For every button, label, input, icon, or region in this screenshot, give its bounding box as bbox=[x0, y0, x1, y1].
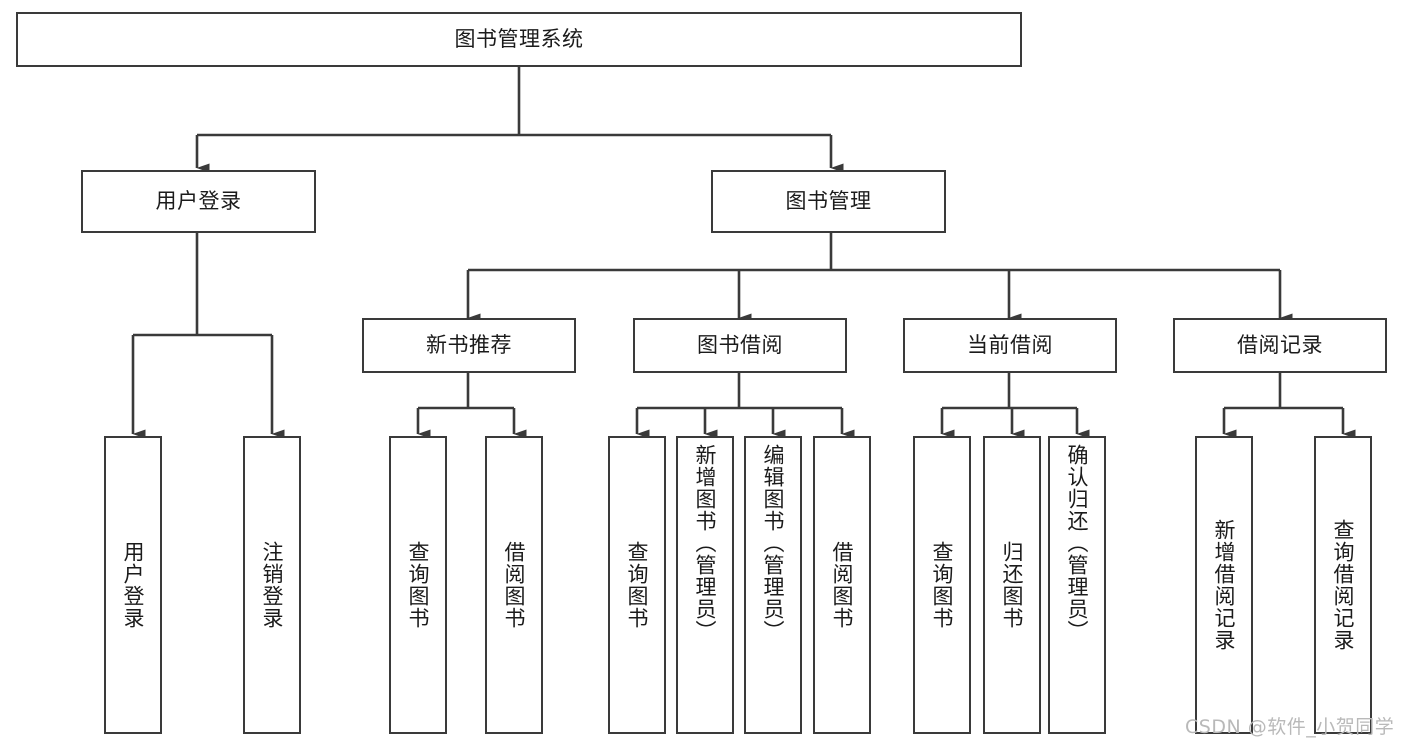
leaf-new-book-rec-1-label: 查询图书 bbox=[406, 541, 431, 629]
leaf-book-borrow-1[interactable]: 查询图书 bbox=[608, 436, 666, 734]
leaf-book-borrow-4-label: 借阅图书 bbox=[830, 541, 855, 629]
node-book-borrow-label: 图书借阅 bbox=[697, 332, 783, 357]
leaf-user-login-1[interactable]: 用户登录 bbox=[104, 436, 162, 734]
leaf-book-borrow-2[interactable]: 新增图书（管理员） bbox=[676, 436, 734, 734]
leaf-new-book-rec-1[interactable]: 查询图书 bbox=[389, 436, 447, 734]
leaf-current-borrow-2[interactable]: 归还图书 bbox=[983, 436, 1041, 734]
csdn-watermark: CSDN @软件_小贺同学 bbox=[1185, 716, 1395, 738]
node-current-borrow-label: 当前借阅 bbox=[967, 332, 1053, 357]
leaf-book-borrow-3[interactable]: 编辑图书（管理员） bbox=[744, 436, 802, 734]
leaf-current-borrow-3-label: 确认归还（管理员） bbox=[1065, 444, 1090, 642]
node-user-login[interactable]: 用户登录 bbox=[81, 170, 316, 233]
leaf-current-borrow-3[interactable]: 确认归还（管理员） bbox=[1048, 436, 1106, 734]
node-new-book-rec[interactable]: 新书推荐 bbox=[362, 318, 576, 373]
node-borrow-record[interactable]: 借阅记录 bbox=[1173, 318, 1387, 373]
node-book-manage[interactable]: 图书管理 bbox=[711, 170, 946, 233]
node-book-manage-label: 图书管理 bbox=[785, 188, 872, 213]
leaf-current-borrow-2-label: 归还图书 bbox=[1000, 541, 1025, 629]
node-borrow-record-label: 借阅记录 bbox=[1237, 332, 1323, 357]
leaf-book-borrow-2-label: 新增图书（管理员） bbox=[693, 444, 718, 642]
leaf-user-login-2-label: 注销登录 bbox=[260, 541, 285, 629]
node-root-label: 图书管理系统 bbox=[454, 26, 584, 51]
leaf-borrow-record-2[interactable]: 查询借阅记录 bbox=[1314, 436, 1372, 734]
leaf-new-book-rec-2-label: 借阅图书 bbox=[502, 541, 527, 629]
leaf-borrow-record-2-label: 查询借阅记录 bbox=[1331, 519, 1356, 651]
leaf-book-borrow-1-label: 查询图书 bbox=[625, 541, 650, 629]
leaf-borrow-record-1[interactable]: 新增借阅记录 bbox=[1195, 436, 1253, 734]
node-user-login-label: 用户登录 bbox=[155, 188, 242, 213]
leaf-new-book-rec-2[interactable]: 借阅图书 bbox=[485, 436, 543, 734]
leaf-user-login-2[interactable]: 注销登录 bbox=[243, 436, 301, 734]
node-new-book-rec-label: 新书推荐 bbox=[426, 332, 512, 357]
node-book-borrow[interactable]: 图书借阅 bbox=[633, 318, 847, 373]
leaf-book-borrow-3-label: 编辑图书（管理员） bbox=[761, 444, 786, 642]
leaf-borrow-record-1-label: 新增借阅记录 bbox=[1212, 519, 1237, 651]
node-current-borrow[interactable]: 当前借阅 bbox=[903, 318, 1117, 373]
leaf-current-borrow-1-label: 查询图书 bbox=[930, 541, 955, 629]
leaf-user-login-1-label: 用户登录 bbox=[121, 541, 146, 629]
leaf-book-borrow-4[interactable]: 借阅图书 bbox=[813, 436, 871, 734]
leaf-current-borrow-1[interactable]: 查询图书 bbox=[913, 436, 971, 734]
node-root[interactable]: 图书管理系统 bbox=[16, 12, 1022, 67]
